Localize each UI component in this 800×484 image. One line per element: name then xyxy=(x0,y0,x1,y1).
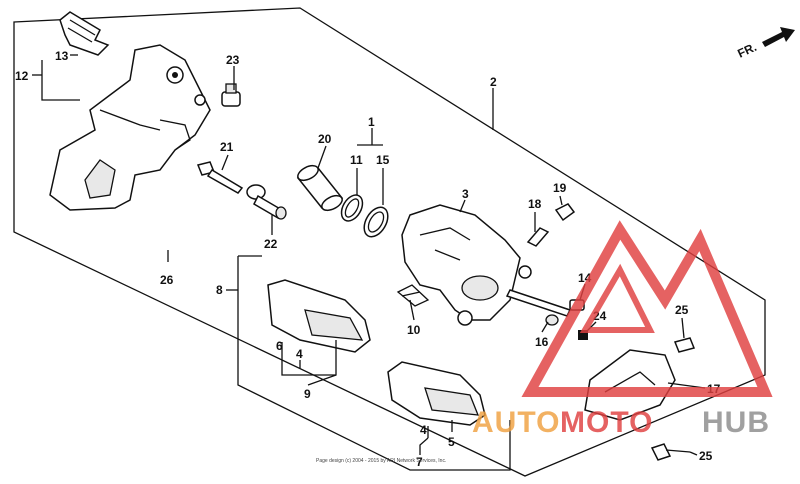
callout-4-lower: 4 xyxy=(420,423,427,437)
callout-19: 19 xyxy=(553,181,567,195)
callout-12: 12 xyxy=(15,69,29,83)
pin-bolt-part-22 xyxy=(246,184,287,220)
callout-25-lower: 25 xyxy=(699,449,713,463)
caliper-body-part-3 xyxy=(401,204,532,326)
bolt-part-25-lower xyxy=(650,443,691,461)
watermark-auto: AUTO xyxy=(472,406,560,439)
front-arrow-icon xyxy=(762,27,795,47)
nut-part-24 xyxy=(578,330,588,340)
pad-shim-part-10 xyxy=(396,284,430,307)
watermark-hub: HUB xyxy=(702,406,770,439)
callout-6: 6 xyxy=(276,339,283,353)
front-direction-indicator: FR. xyxy=(735,27,795,61)
callout-2: 2 xyxy=(490,75,497,89)
callout-1: 1 xyxy=(368,115,375,129)
callout-10: 10 xyxy=(407,323,421,337)
pad-group-frame xyxy=(237,256,511,471)
caliper-bracket-part-12 xyxy=(49,44,211,211)
callout-5: 5 xyxy=(448,435,455,449)
brake-pad-set-a xyxy=(267,279,371,353)
automotohub-watermark-logo: AUTO MOTO HUB xyxy=(472,220,773,439)
pad-spring-part-13 xyxy=(59,11,110,56)
callout-8: 8 xyxy=(216,283,223,297)
callout-16: 16 xyxy=(535,335,549,349)
callout-25: 25 xyxy=(675,303,689,317)
brake-pad-set-b xyxy=(387,361,486,426)
bleeder-cap-part-19 xyxy=(554,203,576,222)
callout-22: 22 xyxy=(264,237,278,251)
callout-9: 9 xyxy=(304,387,311,401)
dust-seal-part-11 xyxy=(340,194,364,222)
callout-23: 23 xyxy=(226,53,240,67)
watermark-moto: MOTO xyxy=(560,406,653,439)
boot-part-23 xyxy=(221,83,241,107)
pin-bolt-part-21 xyxy=(196,161,244,194)
bolt-part-25-upper xyxy=(673,337,696,353)
callout-11: 11 xyxy=(350,153,363,167)
copyright-notice: Page design (c) 2004 - 2015 by ARI Netwo… xyxy=(316,458,446,464)
piston-seal-part-15 xyxy=(363,206,389,238)
callout-4: 4 xyxy=(296,347,303,361)
callout-21: 21 xyxy=(220,140,234,154)
callout-18: 18 xyxy=(528,197,542,211)
bleeder-screw-part-18 xyxy=(526,227,550,247)
callout-15: 15 xyxy=(376,153,390,167)
callout-3: 3 xyxy=(462,187,469,201)
callout-labels: 1 2 3 4 5 6 7 8 9 10 11 12 13 14 15 16 1… xyxy=(15,49,721,469)
callout-13: 13 xyxy=(55,49,69,63)
callout-20: 20 xyxy=(318,132,332,146)
watermark-triangle-icon xyxy=(521,220,773,397)
assembly-frame xyxy=(13,7,766,477)
callout-26: 26 xyxy=(160,273,174,287)
callout-7: 7 xyxy=(416,455,423,469)
piston-part-20 xyxy=(296,164,344,212)
pad-pin-part-16 xyxy=(505,289,572,326)
svg-text:FR.: FR. xyxy=(735,40,758,61)
